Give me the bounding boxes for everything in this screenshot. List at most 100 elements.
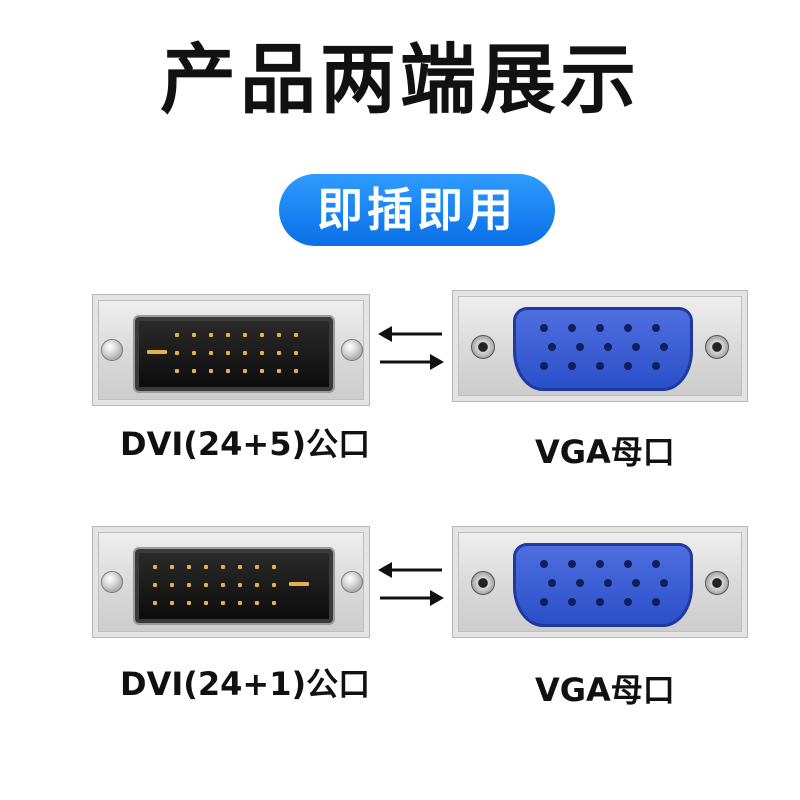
socket-hole bbox=[652, 324, 660, 332]
socket-hole bbox=[660, 343, 668, 351]
pin bbox=[277, 333, 281, 337]
bidirectional-arrow-icon bbox=[378, 326, 444, 370]
socket-hole bbox=[568, 560, 576, 568]
socket-hole bbox=[624, 598, 632, 606]
pin bbox=[175, 369, 179, 373]
socket-hole bbox=[596, 324, 604, 332]
pin bbox=[260, 351, 264, 355]
dvi-label: DVI(24+1)公口 bbox=[120, 665, 371, 703]
thumb-screw bbox=[341, 571, 363, 593]
dvi-24-1-connector bbox=[92, 526, 370, 638]
pin bbox=[238, 601, 242, 605]
pin bbox=[226, 351, 230, 355]
socket-hole bbox=[568, 324, 576, 332]
socket-hole bbox=[540, 598, 548, 606]
pin bbox=[153, 583, 157, 587]
dvi-plug bbox=[135, 549, 333, 623]
pin bbox=[209, 333, 213, 337]
socket-hole bbox=[624, 324, 632, 332]
pin bbox=[294, 333, 298, 337]
dvi-label: DVI(24+5)公口 bbox=[120, 425, 371, 463]
pin bbox=[255, 583, 259, 587]
pin bbox=[255, 565, 259, 569]
pin bbox=[187, 601, 191, 605]
socket-hole bbox=[652, 598, 660, 606]
vga-female-connector bbox=[452, 526, 748, 638]
socket-hole bbox=[568, 362, 576, 370]
pin bbox=[272, 583, 276, 587]
hex-nut bbox=[705, 335, 729, 359]
plug-and-play-badge: 即插即用 bbox=[279, 174, 555, 246]
pin bbox=[277, 369, 281, 373]
pin bbox=[243, 351, 247, 355]
hex-nut bbox=[471, 571, 495, 595]
pin bbox=[294, 351, 298, 355]
pin bbox=[170, 565, 174, 569]
hex-nut bbox=[705, 571, 729, 595]
vga-socket bbox=[513, 543, 693, 627]
pin bbox=[209, 369, 213, 373]
pin bbox=[192, 333, 196, 337]
vga-label: VGA母口 bbox=[535, 671, 675, 709]
socket-hole bbox=[568, 598, 576, 606]
page-title: 产品两端展示 bbox=[160, 35, 640, 124]
pin bbox=[204, 583, 208, 587]
vga-socket bbox=[513, 307, 693, 391]
socket-hole bbox=[548, 579, 556, 587]
pin bbox=[260, 333, 264, 337]
pin bbox=[226, 369, 230, 373]
socket-hole bbox=[576, 579, 584, 587]
socket-hole bbox=[596, 598, 604, 606]
socket-hole bbox=[624, 362, 632, 370]
pin bbox=[243, 369, 247, 373]
pin bbox=[175, 351, 179, 355]
pin bbox=[272, 565, 276, 569]
socket-hole bbox=[548, 343, 556, 351]
pin bbox=[260, 369, 264, 373]
pin bbox=[204, 601, 208, 605]
socket-hole bbox=[660, 579, 668, 587]
socket-hole bbox=[632, 343, 640, 351]
pin bbox=[221, 565, 225, 569]
socket-hole bbox=[540, 324, 548, 332]
pin bbox=[221, 583, 225, 587]
vga-female-connector bbox=[452, 290, 748, 402]
pin bbox=[255, 601, 259, 605]
hex-nut bbox=[471, 335, 495, 359]
pin bbox=[204, 565, 208, 569]
socket-hole bbox=[652, 362, 660, 370]
pin bbox=[221, 601, 225, 605]
socket-hole bbox=[576, 343, 584, 351]
pin bbox=[170, 583, 174, 587]
socket-hole bbox=[540, 362, 548, 370]
pin bbox=[187, 565, 191, 569]
pin bbox=[238, 583, 242, 587]
pin bbox=[175, 333, 179, 337]
socket-hole bbox=[596, 362, 604, 370]
vga-label: VGA母口 bbox=[535, 433, 675, 471]
socket-hole bbox=[604, 579, 612, 587]
socket-hole bbox=[540, 560, 548, 568]
socket-hole bbox=[652, 560, 660, 568]
socket-hole bbox=[632, 579, 640, 587]
socket-hole bbox=[604, 343, 612, 351]
pin bbox=[243, 333, 247, 337]
pin bbox=[153, 601, 157, 605]
pin bbox=[226, 333, 230, 337]
pin bbox=[209, 351, 213, 355]
pin bbox=[294, 369, 298, 373]
pin bbox=[192, 351, 196, 355]
socket-hole bbox=[624, 560, 632, 568]
pin bbox=[192, 369, 196, 373]
pin bbox=[170, 601, 174, 605]
dvi-plug bbox=[135, 317, 333, 391]
thumb-screw bbox=[101, 571, 123, 593]
socket-hole bbox=[596, 560, 604, 568]
flat-pin bbox=[289, 582, 309, 586]
flat-pin bbox=[147, 350, 167, 354]
pin bbox=[238, 565, 242, 569]
pin bbox=[277, 351, 281, 355]
thumb-screw bbox=[101, 339, 123, 361]
pin bbox=[153, 565, 157, 569]
pin bbox=[187, 583, 191, 587]
